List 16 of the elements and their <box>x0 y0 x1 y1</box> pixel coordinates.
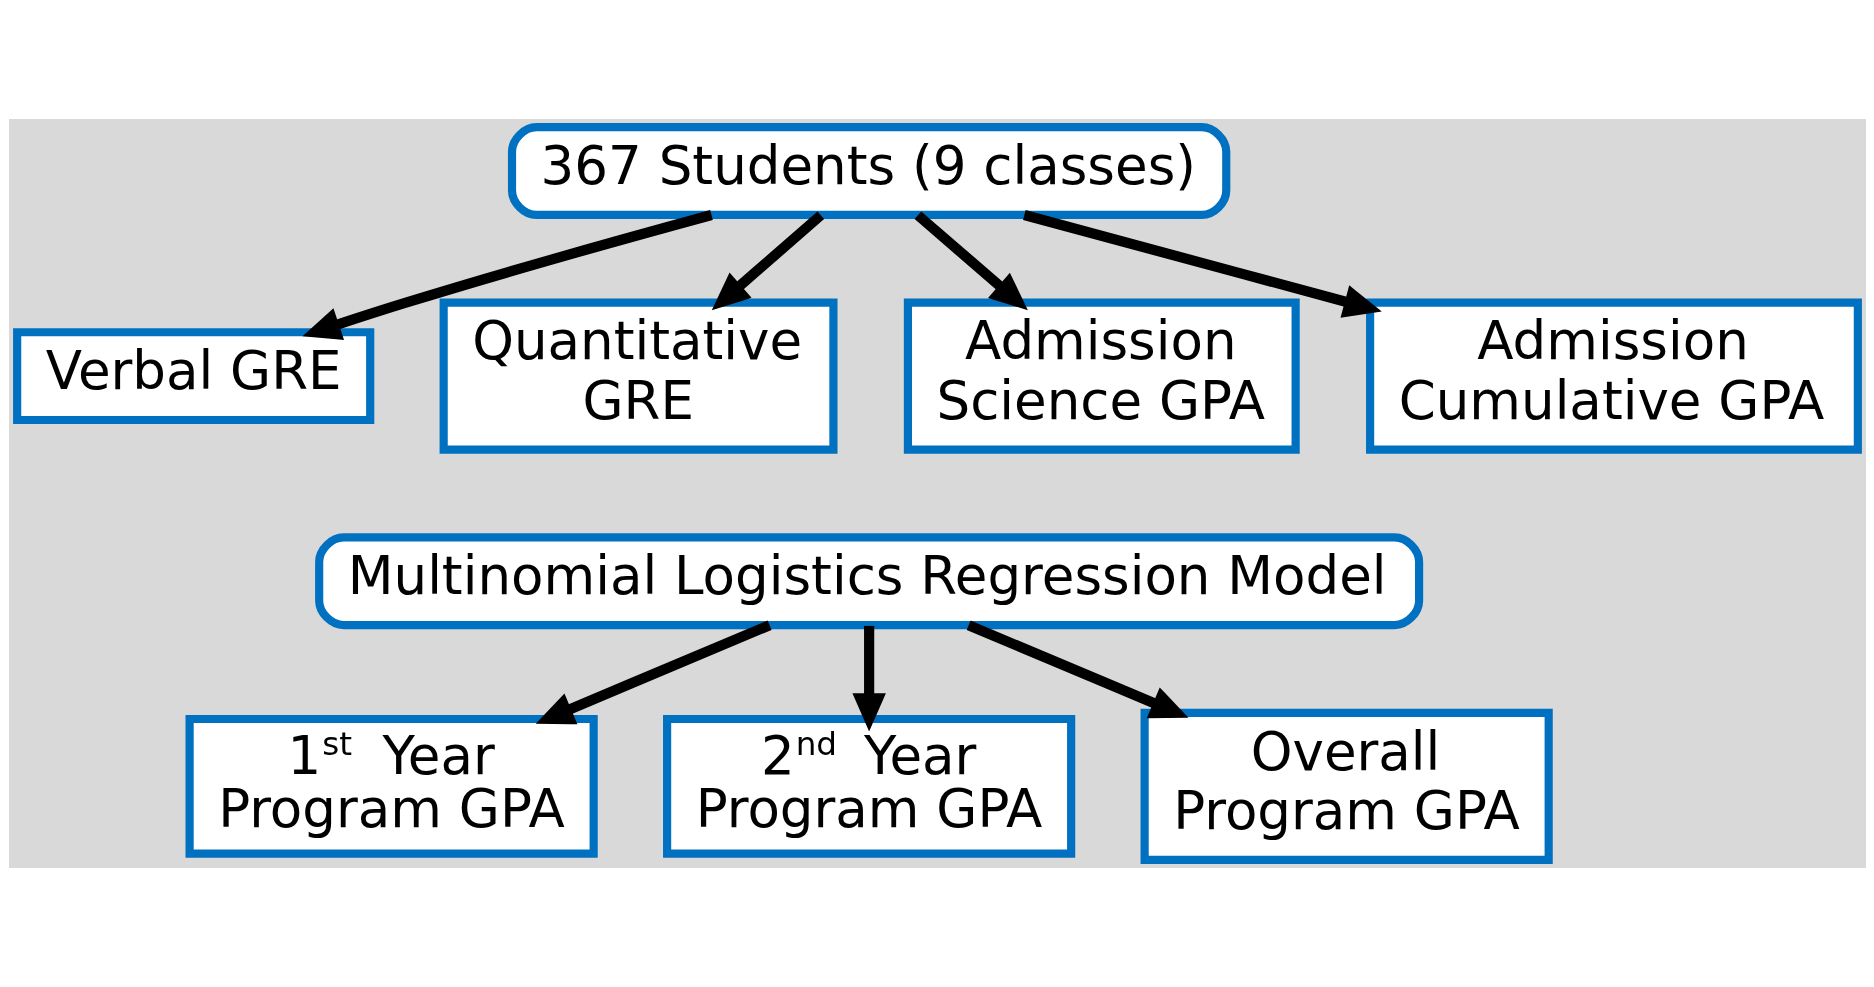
arrow <box>302 210 713 341</box>
arrow <box>966 620 1188 719</box>
node-box: 1$^{st}$ Year Program GPA <box>185 714 598 858</box>
arrow <box>535 620 772 725</box>
node-box: Verbal GRE <box>12 328 374 425</box>
arrow <box>914 211 1028 311</box>
node-box: Quantitative GRE <box>439 298 837 454</box>
node-box: 2$^{nd}$ Year Program GPA <box>662 714 1075 858</box>
node-box: 367 Students (9 classes) <box>507 123 1230 220</box>
node-box: Admission Science GPA <box>903 298 1300 454</box>
node-box: Overall Program GPA <box>1140 708 1553 864</box>
arrow <box>711 211 824 311</box>
arrow <box>851 625 886 732</box>
node-box: Multinomial Logistics Regression Model <box>314 533 1423 630</box>
arrow <box>1022 210 1382 318</box>
node-box: Admission Cumulative GPA <box>1365 298 1862 454</box>
